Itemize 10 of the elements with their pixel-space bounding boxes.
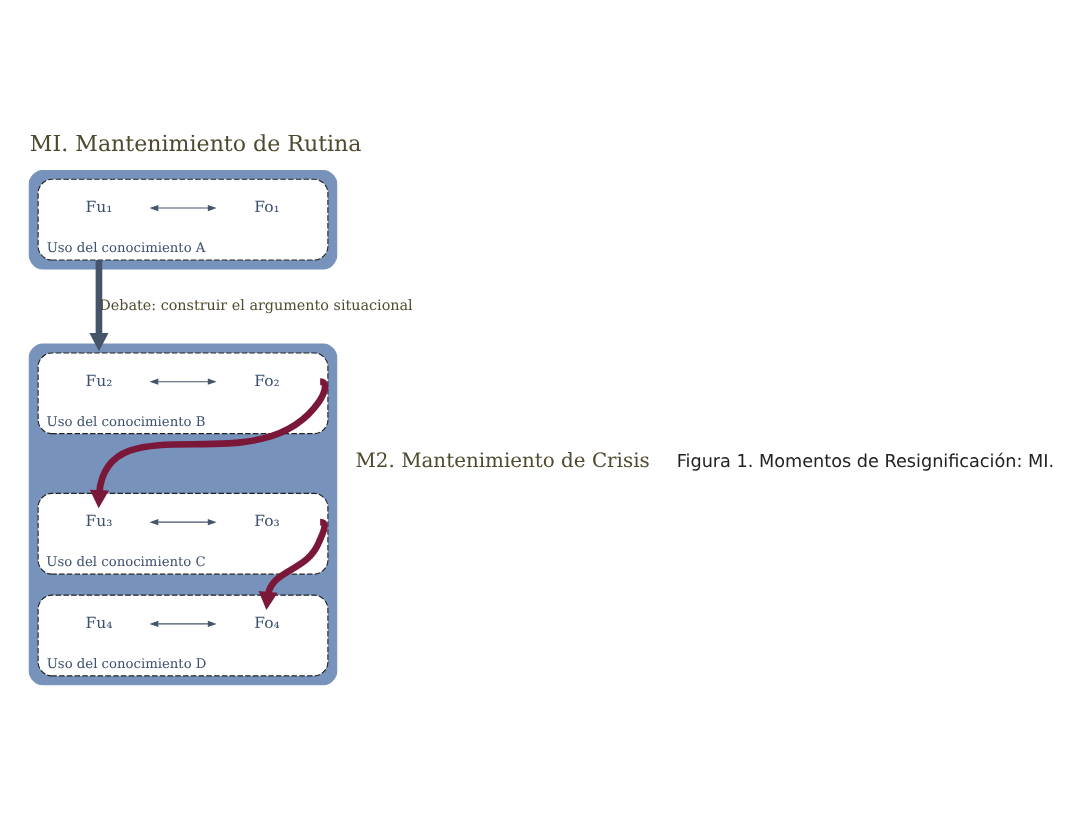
caption: Figura 1. Momentos de Resignificación: MI. <box>676 451 1055 472</box>
arrow <box>149 377 217 384</box>
arrow <box>89 259 109 351</box>
arrow <box>89 377 329 508</box>
arrow <box>149 518 217 525</box>
label: M2. Mantenimiento de Crisis <box>355 450 650 473</box>
arrow <box>149 619 217 626</box>
diagram-title: MI. Mantenimiento de Rutina <box>29 129 362 156</box>
arrow <box>149 203 217 211</box>
cluster <box>28 342 338 685</box>
